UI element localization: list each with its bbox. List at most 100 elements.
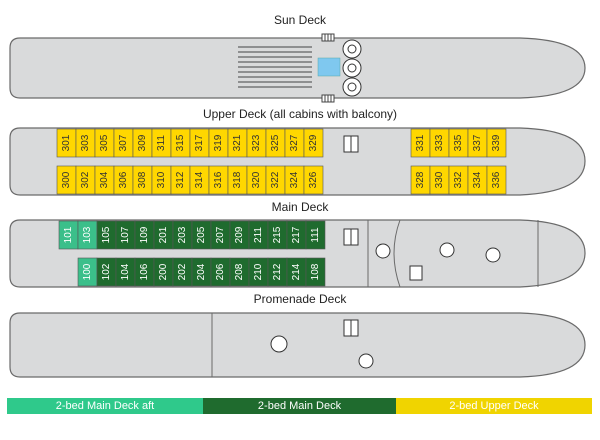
cabin-number: 310 — [156, 171, 167, 188]
cabin-number: 217 — [291, 226, 302, 243]
cabin-number: 317 — [194, 134, 205, 151]
cabin-number: 104 — [120, 263, 131, 280]
cabin-number: 304 — [99, 171, 110, 188]
restaurant-icon — [270, 335, 288, 353]
cabin-number: 215 — [272, 226, 283, 243]
pool-area — [317, 57, 341, 77]
restroom-icon — [409, 265, 423, 281]
cabin-number: 333 — [434, 134, 445, 151]
cabin-number: 321 — [232, 134, 243, 151]
sun-deck-amenity-icons — [342, 39, 362, 97]
cabin-number: 316 — [213, 171, 224, 188]
legend-item: 2-bed Main Deck — [203, 398, 396, 414]
cabin-number: 303 — [80, 134, 91, 151]
cabin-number: 302 — [80, 171, 91, 188]
promenade-deck-hull — [9, 312, 586, 378]
cabin-number: 210 — [253, 263, 264, 280]
main-deck-restaurant-wall — [393, 219, 401, 288]
spa-icon — [485, 247, 501, 263]
cabin-number: 326 — [308, 171, 319, 188]
lounge-icon — [342, 58, 362, 78]
cabin-number: 109 — [139, 226, 150, 243]
cabin-number: 330 — [434, 171, 445, 188]
cabin-number: 314 — [194, 171, 205, 188]
cabin-number: 339 — [491, 134, 502, 151]
legend-item: 2-bed Main Deck aft — [7, 398, 203, 414]
cabin-number: 329 — [308, 134, 319, 151]
cabin-number: 319 — [213, 134, 224, 151]
whirlpool-icon — [342, 39, 362, 59]
cabin-number: 202 — [177, 263, 188, 280]
cabin-number: 212 — [272, 263, 283, 280]
reception-icon — [375, 243, 391, 259]
cabin-number: 211 — [253, 227, 264, 243]
cabin-329[interactable] — [303, 128, 324, 158]
cabin-339[interactable] — [486, 128, 507, 158]
cabin-number: 102 — [101, 263, 112, 280]
cabin-number: 336 — [491, 171, 502, 188]
cabin-number: 308 — [137, 171, 148, 188]
main-deck-icons — [343, 228, 501, 281]
main-deck-cabins: 101 103 105 107 109 201 203 205 207 209 211 215 217 1… — [58, 220, 326, 287]
cabin-number: 207 — [215, 226, 226, 243]
promenade-deck-title: Promenade Deck — [253, 292, 347, 306]
upper-deck-elevator-icon — [343, 135, 359, 153]
cabin-number: 327 — [289, 134, 300, 151]
cabin-number: 337 — [472, 134, 483, 151]
cabin-number: 209 — [234, 226, 245, 243]
chair-icon — [358, 353, 374, 369]
sun-deck-title: Sun Deck — [273, 13, 327, 27]
cabin-number: 328 — [415, 171, 426, 188]
bar-icon — [439, 242, 455, 258]
cabin-number: 331 — [415, 134, 426, 151]
cabin-111[interactable] — [305, 220, 326, 250]
cabin-number: 106 — [139, 263, 150, 280]
cabin-number: 208 — [234, 263, 245, 280]
cabin-326[interactable] — [303, 165, 324, 195]
cabin-number: 200 — [158, 263, 169, 280]
cabin-number: 305 — [99, 134, 110, 151]
cabin-number: 100 — [82, 263, 93, 280]
cabin-336[interactable] — [486, 165, 507, 195]
cabin-number: 103 — [82, 226, 93, 243]
cabin-number: 107 — [120, 226, 131, 243]
cabin-number: 320 — [251, 171, 262, 188]
cabin-number: 204 — [196, 263, 207, 280]
cabin-number: 315 — [175, 134, 186, 151]
cabin-number: 108 — [310, 263, 321, 280]
cabin-number: 322 — [270, 171, 281, 188]
cabin-number: 332 — [453, 171, 464, 188]
sun-deck-stairs-icon — [321, 33, 335, 103]
cabin-number: 307 — [118, 134, 129, 151]
cabin-number: 111 — [310, 227, 321, 243]
cabin-number: 335 — [453, 134, 464, 151]
cabin-number: 311 — [156, 135, 167, 151]
cabin-number: 300 — [61, 171, 72, 188]
cabin-number: 206 — [215, 263, 226, 280]
main-deck-title: Main Deck — [271, 200, 329, 214]
cabin-number: 306 — [118, 171, 129, 188]
cabin-number: 214 — [291, 263, 302, 280]
cabin-number: 205 — [196, 226, 207, 243]
cabin-number: 101 — [63, 226, 74, 243]
cabin-number: 318 — [232, 171, 243, 188]
legend-item: 2-bed Upper Deck — [396, 398, 592, 414]
sun-deck-hull — [9, 37, 586, 99]
upper-deck-title: Upper Deck (all cabins with balcony) — [202, 107, 398, 121]
promenade-icons — [270, 319, 374, 369]
cabin-number: 323 — [251, 134, 262, 151]
cabin-number: 309 — [137, 134, 148, 151]
cabin-number: 334 — [472, 171, 483, 188]
cabin-number: 312 — [175, 171, 186, 188]
cabin-number: 105 — [101, 226, 112, 243]
cabin-number: 203 — [177, 226, 188, 243]
lifebuoy-icon — [342, 77, 362, 97]
cabin-108[interactable] — [305, 257, 326, 287]
cabin-number: 201 — [158, 226, 169, 243]
sun-deck-stripes — [238, 46, 312, 88]
cabin-number: 301 — [61, 134, 72, 151]
cabin-number: 324 — [289, 171, 300, 188]
cabin-number: 325 — [270, 134, 281, 151]
upper-deck-cabins: 301 303 305 307 309 311 315 317 319 321 323 325 327 3… — [56, 128, 507, 195]
